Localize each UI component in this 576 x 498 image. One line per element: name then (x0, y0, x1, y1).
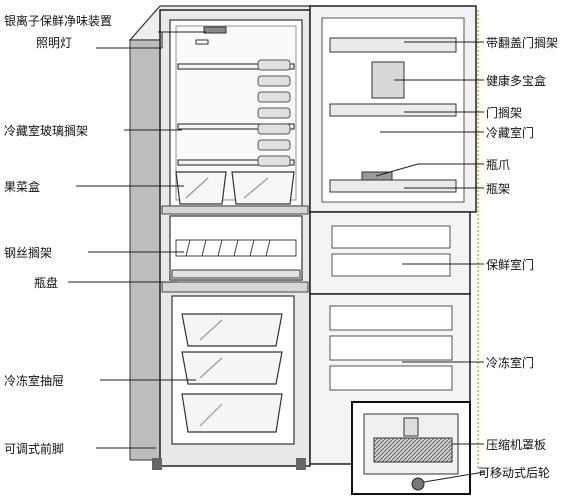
crisper-boxes (175, 171, 295, 205)
ion-deodorizer-label: 银离子保鲜净味装置 (4, 14, 113, 28)
compressor-cover (373, 437, 453, 463)
rear-wheel-label: 可移动式后轮 (478, 466, 551, 480)
ion-deodorizer (203, 26, 227, 34)
bottle-clip-label: 瓶爪 (486, 158, 511, 172)
leader-lines-right (375, 41, 485, 483)
bottle-tray-label: 瓶盘 (34, 276, 59, 290)
fridge-glass-shelf-label: 冷藏室玻璃搁架 (4, 124, 89, 138)
compressor-cover-inset (351, 401, 471, 495)
flip-lid-rack-label: 带翻盖门搁架 (486, 36, 559, 50)
flip-lid-rack (329, 37, 457, 53)
bottle-rack (329, 179, 457, 193)
wire-shelf (175, 239, 297, 257)
door-rack (329, 103, 457, 117)
freezer-drawer-label: 冷冻室抽屉 (4, 374, 65, 388)
crisper-label: 果菜盒 (4, 180, 41, 194)
door-rack-label: 门搁架 (486, 106, 523, 120)
fresh-door (309, 211, 471, 295)
wire-shelf-label: 钢丝搁架 (4, 246, 53, 260)
freezer-drawers (181, 313, 283, 433)
lamp-label: 照明灯 (36, 36, 73, 50)
rear-wheel (411, 477, 425, 491)
fridge-glass-shelves (177, 63, 295, 166)
compressor-cover-label: 压缩机罩板 (486, 438, 547, 452)
lamp (195, 39, 209, 45)
adjustable-foot-label: 可调式前脚 (4, 442, 65, 456)
leader-lines-left (68, 31, 206, 449)
shelf-rails (257, 59, 291, 167)
bottle-tray (171, 269, 301, 279)
fridge-door-label: 冷藏室门 (486, 126, 535, 140)
fridge-door (309, 5, 477, 213)
freezer-door-label: 冷冻室门 (486, 356, 535, 370)
bottle-rack-label: 瓶架 (486, 182, 511, 196)
health-box-label: 健康多宝盒 (486, 74, 547, 88)
fresh-door-label: 保鲜室门 (486, 258, 535, 272)
